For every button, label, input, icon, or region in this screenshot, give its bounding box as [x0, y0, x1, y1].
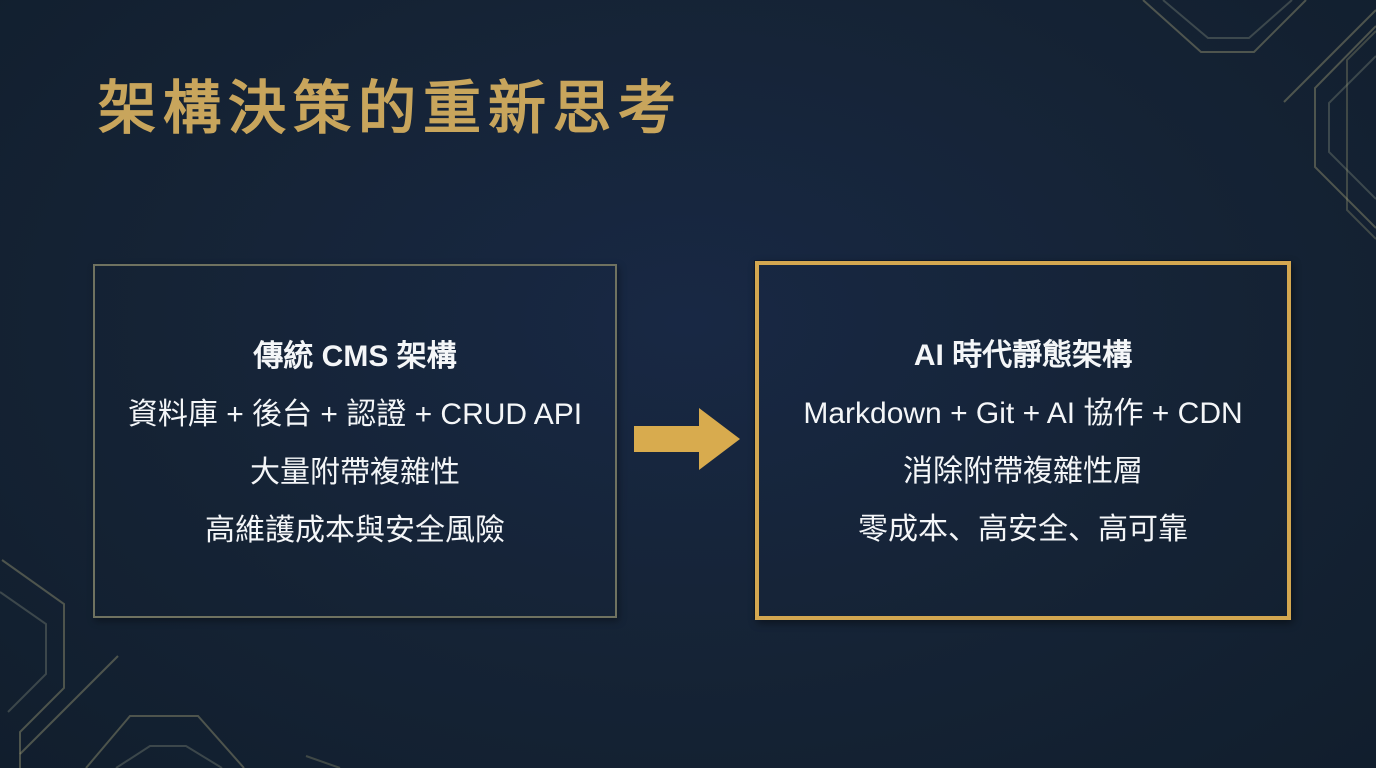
card-line: 資料庫 + 後台 + 認證 + CRUD API [127, 398, 583, 431]
ai-static-card-title: AI 時代靜態架構 [913, 339, 1133, 372]
circuit-decoration-top-right [1142, 0, 1376, 240]
card-line: Markdown + Git + AI 協作 + CDN [803, 397, 1243, 430]
card-line: 零成本、高安全、高可靠 [858, 513, 1188, 546]
traditional-cms-card-title: 傳統 CMS 架構 [253, 340, 457, 373]
ai-static-card: AI 時代靜態架構 Markdown + Git + AI 協作 + CDN 消… [755, 261, 1291, 620]
slide-title: 架構決策的重新思考 [98, 76, 684, 141]
card-line: 高維護成本與安全風險 [205, 514, 505, 547]
traditional-cms-card: 傳統 CMS 架構 資料庫 + 後台 + 認證 + CRUD API 大量附帶複… [93, 264, 617, 618]
card-line: 大量附帶複雜性 [250, 456, 460, 489]
arrow-right-icon [634, 408, 740, 470]
card-line: 消除附帶複雜性層 [903, 455, 1143, 488]
